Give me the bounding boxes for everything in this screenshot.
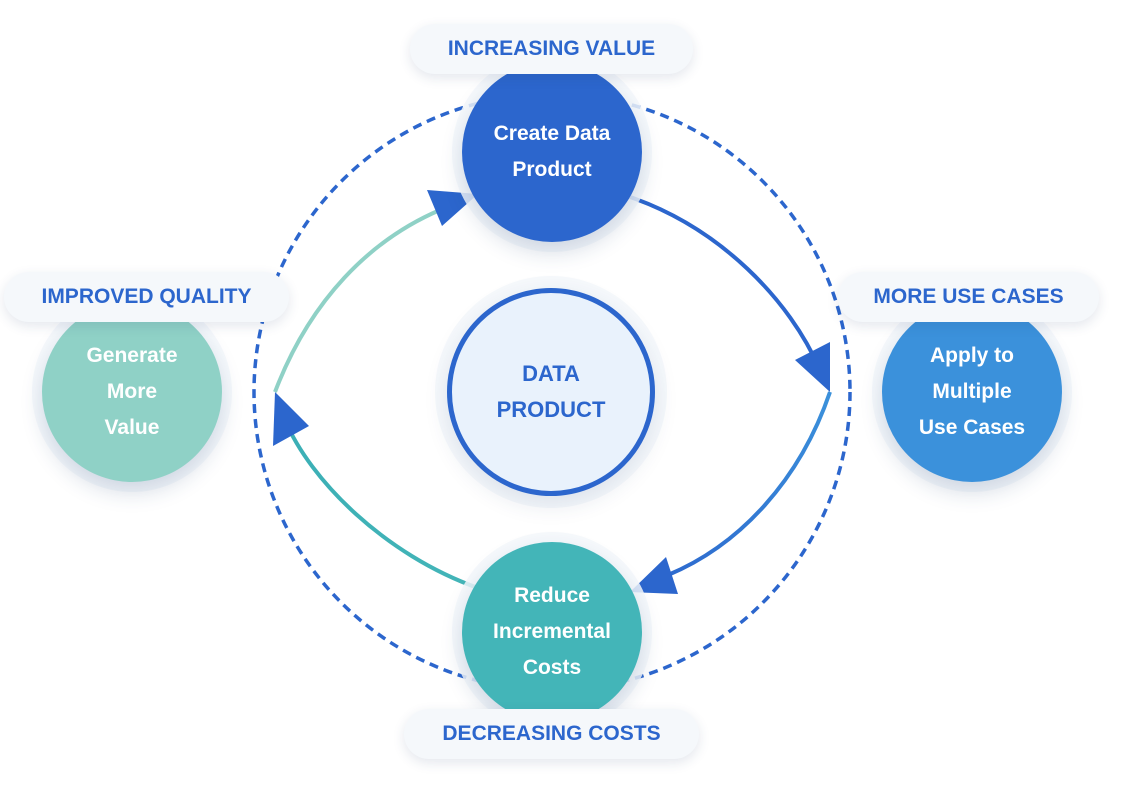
node-generate-value: Generate More Value xyxy=(42,302,222,482)
center-label-line2: PRODUCT xyxy=(496,397,606,422)
node-reduce-line2: Incremental xyxy=(493,620,611,643)
label-more-use-cases: MORE USE CASES xyxy=(838,272,1099,322)
node-create-line1: Create Data xyxy=(493,122,611,145)
node-reduce-line3: Costs xyxy=(522,656,582,679)
arc-apply-to-reduce xyxy=(667,391,832,577)
node-apply-use-cases: Apply to Multiple Use Cases xyxy=(882,302,1062,482)
node-reduce-line1: Reduce xyxy=(514,584,590,607)
arc-generate-to-create xyxy=(273,208,441,393)
arrow-head-right xyxy=(795,342,830,392)
node-apply-line3: Use Cases xyxy=(918,416,1026,439)
label-improved-quality: IMPROVED QUALITY xyxy=(4,272,289,322)
label-increasing-value: INCREASING VALUE xyxy=(410,24,693,74)
center-data-product: DATA PRODUCT xyxy=(447,288,655,496)
arrow-head-left xyxy=(273,392,309,446)
node-generate-line1: Generate xyxy=(86,344,178,367)
label-decreasing-costs: DECREASING COSTS xyxy=(404,709,699,759)
arrow-head-bottom xyxy=(630,557,678,594)
node-apply-line2: Multiple xyxy=(932,380,1012,403)
node-generate-line2: More xyxy=(106,380,158,403)
arrow-head-top xyxy=(427,190,478,226)
node-apply-line1: Apply to xyxy=(930,344,1014,367)
node-create-line2: Product xyxy=(512,158,592,181)
node-reduce-costs: Reduce Incremental Costs xyxy=(462,542,642,722)
node-generate-line3: Value xyxy=(104,416,160,439)
node-create-data-product: Create Data Product xyxy=(462,62,642,242)
arc-reduce-to-generate xyxy=(283,419,479,590)
arc-create-to-apply xyxy=(629,195,822,371)
center-label-line1: DATA xyxy=(522,361,580,386)
